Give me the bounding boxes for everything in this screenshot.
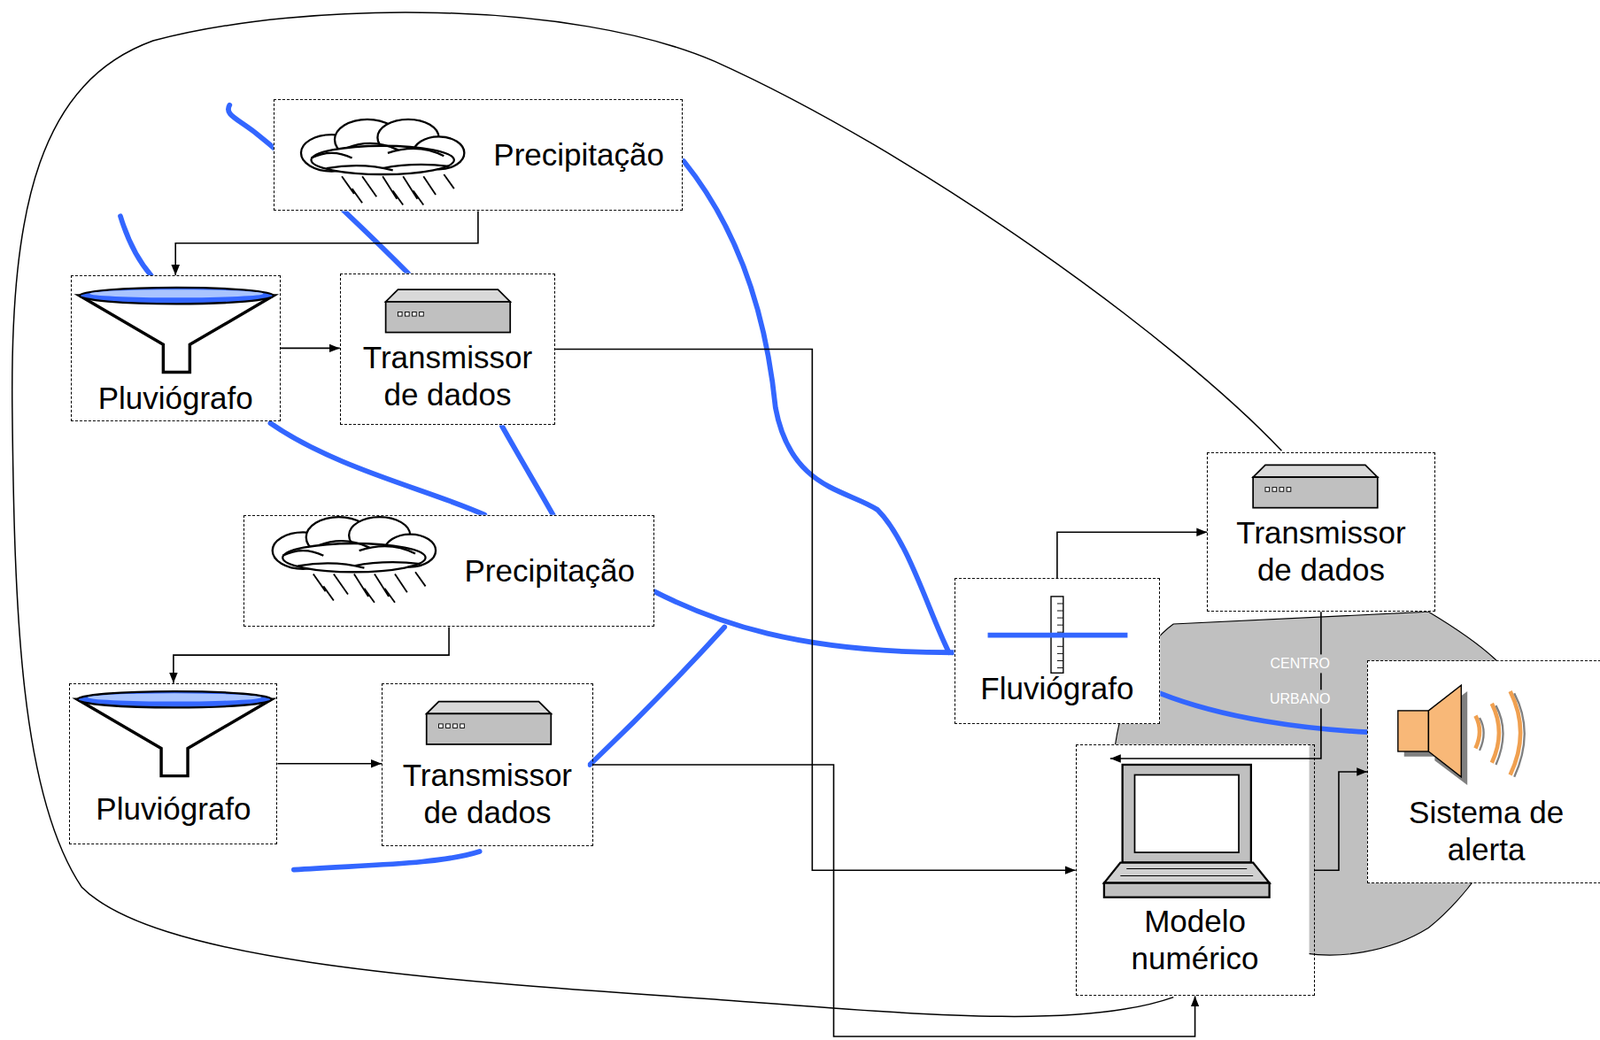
river-gauge-box: Fluviógrafo: [954, 578, 1161, 725]
box-ground: [1367, 660, 1600, 883]
alert-box: Sistema de alerta: [1367, 660, 1600, 883]
node-label: Transmissor de dados: [349, 339, 546, 414]
box-ground: [1075, 744, 1310, 998]
box-ground: [381, 683, 588, 847]
node-label: Precipitação: [463, 552, 635, 590]
funnel-icon: [79, 287, 274, 373]
area-label: URBANO: [1267, 690, 1333, 710]
transmitter-icon: [426, 702, 552, 745]
box-ground: [70, 275, 281, 422]
node-label: Precipitação: [493, 136, 665, 174]
box-ground: [1206, 452, 1430, 612]
box-ground: [340, 273, 550, 426]
transmitter-box: Transmissor de dados: [1206, 452, 1435, 612]
laptop-icon: [1104, 765, 1270, 898]
transmitter-icon: [386, 289, 511, 333]
box-ground: [69, 683, 278, 845]
node-label: Fluviógrafo: [980, 670, 1134, 708]
stage-gauge-icon: [988, 596, 1129, 673]
node-label: Transmissor de dados: [391, 757, 584, 832]
data-flow-arrow: [1110, 611, 1322, 759]
node-label: Sistema de alerta: [1376, 794, 1596, 869]
area-label: CENTRO: [1267, 654, 1333, 673]
data-flow-arrow: [555, 349, 1076, 872]
transmitter-icon: [1252, 464, 1378, 508]
rain-cloud-icon: [272, 517, 436, 603]
node-label: Transmissor de dados: [1216, 514, 1425, 589]
transmitter-box: Transmissor de dados: [381, 683, 594, 847]
weather-box: Precipitação: [273, 99, 683, 212]
model-box: Modelo numérico: [1075, 744, 1315, 998]
node-label: Modelo numérico: [1085, 903, 1306, 978]
funnel-icon: [77, 691, 272, 777]
weather-box: Precipitação: [243, 515, 654, 628]
speaker-icon: [1398, 685, 1525, 786]
rain-gauge-box: Pluviógrafo: [69, 683, 278, 845]
rain-cloud-icon: [301, 119, 464, 206]
node-label: Pluviógrafo: [95, 790, 251, 828]
node-label: Pluviógrafo: [98, 379, 254, 418]
data-flow-arrow: [1314, 772, 1369, 871]
box-ground: [243, 515, 654, 628]
rain-gauge-box: Pluviógrafo: [70, 275, 281, 422]
data-flow-arrow: [277, 763, 382, 766]
data-flow-arrow: [280, 347, 341, 350]
transmitter-box: Transmissor de dados: [340, 273, 556, 426]
data-flow-arrow: [1057, 532, 1207, 579]
data-flow-arrow: [175, 210, 479, 276]
box-ground: [954, 578, 1161, 725]
data-flow-arrow: [173, 626, 449, 683]
box-ground: [273, 99, 683, 212]
